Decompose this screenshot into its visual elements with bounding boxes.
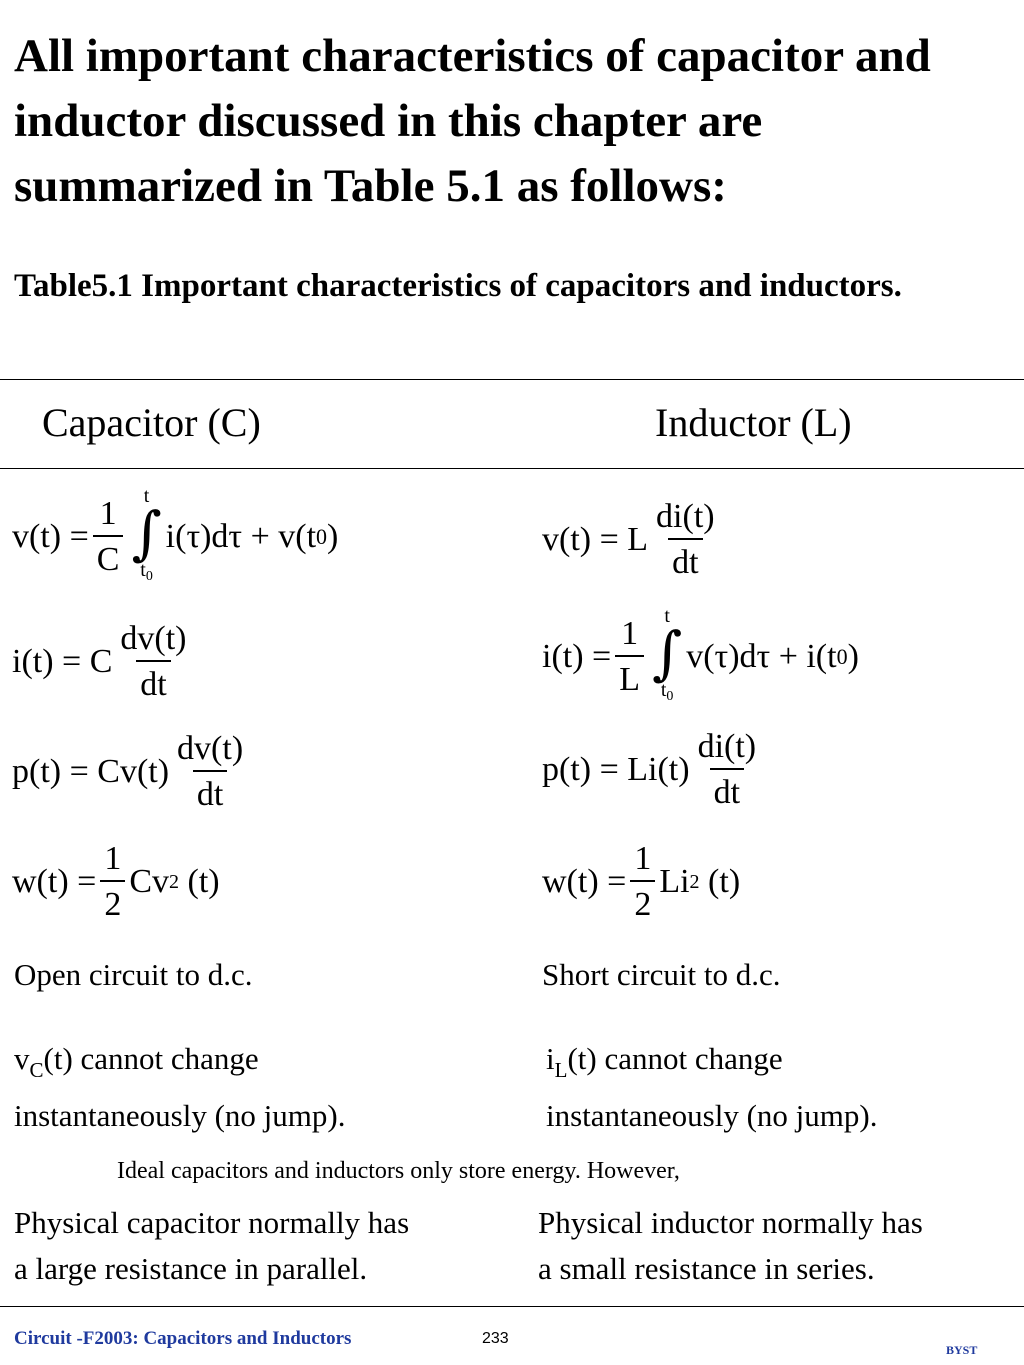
fraction: dv(t)dt (177, 730, 244, 813)
table-header-rule (0, 468, 1024, 469)
inductor-physical-note: Physical inductor normally has a small r… (538, 1205, 923, 1286)
slide-heading: All important characteristics of capacit… (14, 30, 931, 212)
table-caption: Table5.1 Important characteristics of ca… (14, 268, 902, 304)
inductor-continuity: iL(t) cannot change instantaneously (no … (546, 1041, 878, 1133)
footer-course-title: Circuit -F2003: Capacitors and Inductors (14, 1328, 352, 1349)
fraction: dv(t)dt (120, 620, 187, 703)
integral-sign: t ∫ t0 (652, 605, 683, 704)
capacitor-continuity: vC(t) cannot change instantaneously (no … (14, 1041, 346, 1133)
inductor-column-header: Inductor (L) (655, 400, 852, 445)
capacitor-physical-note: Physical capacitor normally has a large … (14, 1205, 410, 1286)
table-top-rule (0, 379, 1024, 380)
footer-rule (0, 1306, 1024, 1307)
inductor-dc-behavior: Short circuit to d.c. (542, 957, 781, 992)
ideal-note: Ideal capacitors and inductors only stor… (117, 1158, 680, 1184)
capacitor-dc-behavior: Open circuit to d.c. (14, 957, 253, 992)
fraction: di(t)dt (697, 728, 757, 811)
inductor-power-equation: p(t) = Li(t) di(t)dt (542, 730, 764, 810)
capacitor-power-equation: p(t) = Cv(t) dv(t)dt (12, 732, 251, 812)
page-number: 233 (482, 1330, 509, 1347)
capacitor-column-header: Capacitor (C) (42, 400, 261, 445)
footer-author: BYST (946, 1343, 978, 1357)
inductor-voltage-equation: v(t) = L di(t)dt (542, 500, 723, 580)
fraction: di(t)dt (656, 498, 715, 581)
capacitor-current-equation: i(t) = C dv(t)dt (12, 622, 194, 702)
integral-sign: t ∫ t0 (131, 485, 162, 584)
